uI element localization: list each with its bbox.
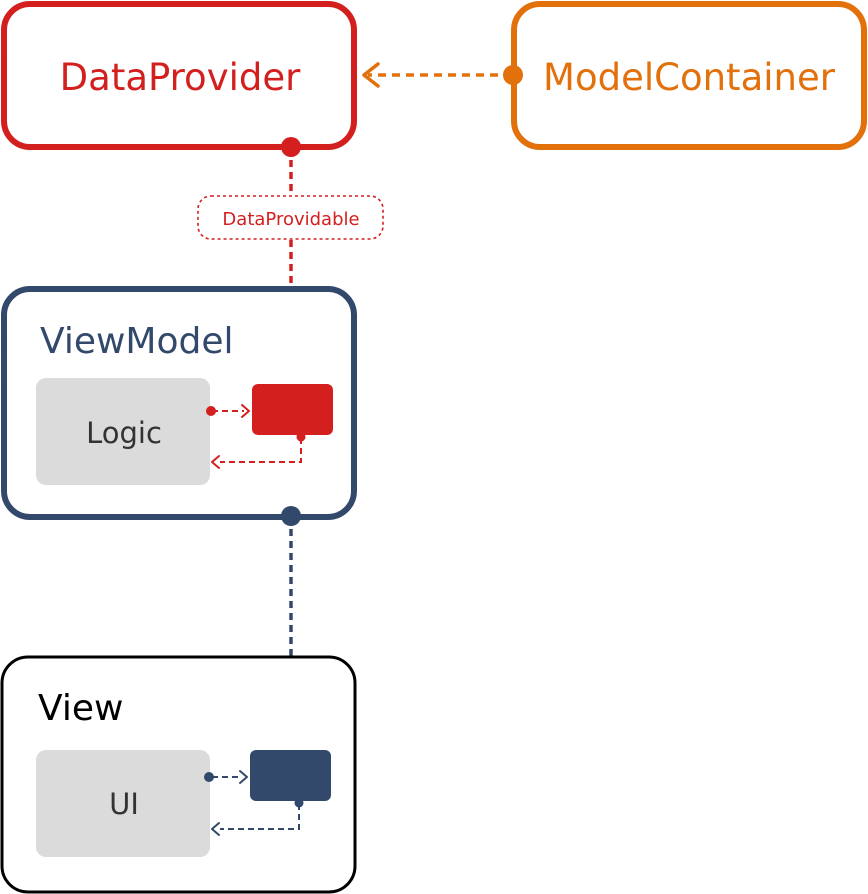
ui-box (36, 750, 210, 857)
data-provider-box (1, 1, 357, 150)
edge-origin-dot (281, 137, 301, 157)
edge-origin-dot (281, 506, 301, 526)
protocol-label: DataProvidable (222, 209, 359, 230)
arrow-head-icon (241, 404, 250, 418)
model-container-to-data-provider-edge (362, 62, 523, 88)
view-model-node: ViewModel Logic (1, 286, 357, 520)
view-model-label: ViewModel (40, 321, 234, 362)
view-label: View (38, 688, 123, 729)
logic-label: Logic (86, 416, 162, 450)
protocol-label-box (197, 195, 384, 240)
arrow-head-icon (211, 455, 220, 469)
model-container-label: ModelContainer (543, 56, 836, 99)
view-node: View UI (0, 655, 357, 894)
edge-origin-dot (294, 798, 304, 808)
data-provider-node: DataProvider (1, 1, 357, 150)
edge-origin-dot (206, 406, 216, 416)
data-provider-label: DataProvider (60, 56, 301, 99)
model-container-node: ModelContainer (511, 1, 867, 150)
edge-origin-dot (296, 432, 306, 442)
edge-origin-dot (503, 65, 523, 85)
arrow-head-icon (362, 62, 380, 88)
view-model-slot (250, 750, 331, 801)
logic-box (36, 378, 210, 485)
arrow-head-icon (239, 770, 248, 784)
arrow-head-icon (211, 822, 220, 836)
data-provider-slot (252, 384, 333, 435)
ui-label: UI (109, 787, 139, 821)
edge-origin-dot (204, 772, 214, 782)
